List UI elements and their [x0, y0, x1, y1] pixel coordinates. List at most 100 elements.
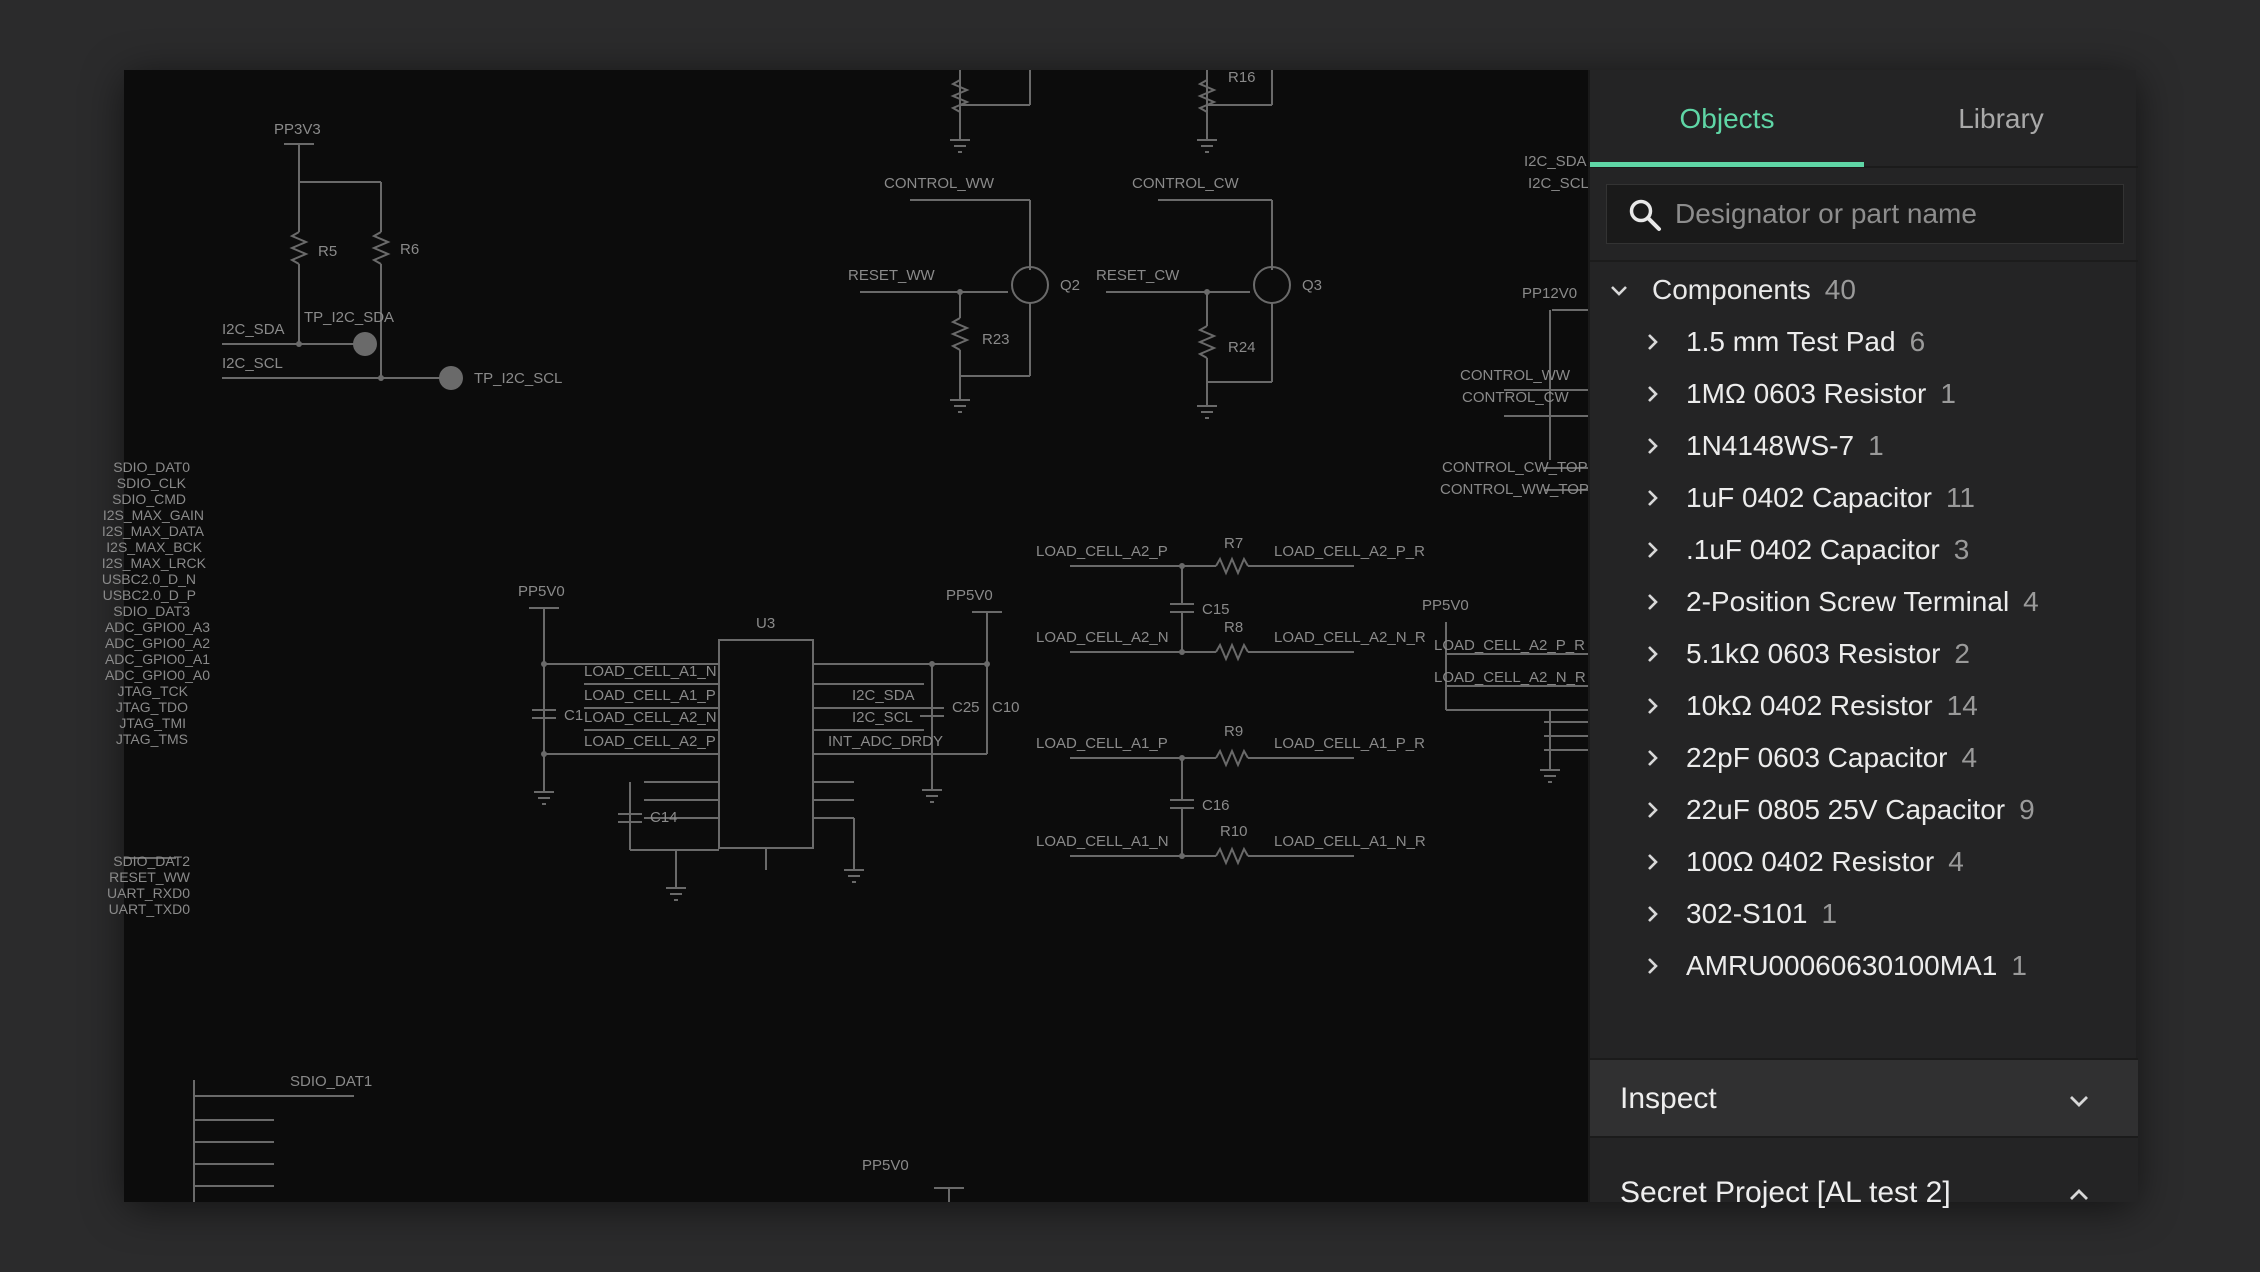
net-label: I2C_SCL — [222, 355, 283, 372]
net-label: I2C_SDA — [852, 687, 915, 704]
net-label: LOAD_CELL_A1_P — [584, 687, 716, 704]
net-label: PP5V0 — [518, 583, 565, 600]
tab-objects[interactable]: Objects — [1679, 103, 1775, 134]
tab-library[interactable]: Library — [1958, 103, 2044, 134]
ref-label: C14 — [650, 809, 678, 826]
net-label: PP5V0 — [862, 1157, 909, 1174]
ref-label: R10 — [1220, 823, 1248, 840]
ref-label: Q2 — [1060, 277, 1080, 294]
net-label: I2S_MAX_BCK — [106, 539, 202, 555]
active-tab-indicator — [1590, 162, 1864, 167]
net-label: JTAG_TMI — [119, 715, 186, 731]
chevron-right-icon — [1648, 906, 1658, 922]
net-label: LOAD_CELL_A2_P — [1036, 543, 1168, 560]
net-label: I2C_SDA — [1524, 153, 1587, 170]
ref-label: C16 — [1202, 797, 1230, 814]
net-label: LOAD_CELL_A2_P — [584, 733, 716, 750]
tree-item-count: 3 — [1953, 534, 1970, 565]
net-label: LOAD_CELL_A2_N — [584, 709, 717, 726]
chevron-right-icon — [1648, 542, 1658, 558]
tree-item-count: 1 — [1940, 378, 1956, 409]
inspect-section-header[interactable]: Inspect — [1590, 1058, 2138, 1138]
tree-item-count: 14 — [1946, 690, 1978, 721]
net-label: SDIO_DAT1 — [290, 1073, 372, 1090]
tree-item-count: 1 — [2011, 950, 2027, 981]
tree-item-count: 4 — [2023, 586, 2039, 617]
net-label: PP3V3 — [274, 121, 321, 138]
net-label: ADC_GPIO0_A2 — [105, 635, 210, 651]
schematic-drawing: PP3V3 R5 R6 TP_I2C_SDA I2C_SDA I2C_SCL T… — [102, 69, 1589, 1202]
ref-label: R16 — [1228, 69, 1256, 86]
chevron-up-icon — [2070, 1189, 2088, 1200]
tree-item-count: 1 — [1821, 898, 1838, 929]
project-title: Secret Project [AL test 2] — [1620, 1176, 1951, 1209]
net-label: I2C_SCL — [852, 709, 913, 726]
net-label: TP_I2C_SCL — [474, 370, 562, 387]
ref-label: R8 — [1224, 619, 1243, 636]
ref-label: R24 — [1228, 339, 1256, 356]
chevron-right-icon — [1648, 802, 1658, 818]
project-section-header[interactable]: Secret Project [AL test 2] — [1590, 1138, 2138, 1209]
net-label: INT_ADC_DRDY — [828, 733, 943, 750]
divider — [1590, 260, 2138, 262]
net-label: ADC_GPIO0_A1 — [105, 651, 210, 667]
net-label: LOAD_CELL_A1_P — [1036, 735, 1168, 752]
net-label: ADC_GPIO0_A3 — [105, 619, 210, 635]
net-label: PP5V0 — [946, 587, 993, 604]
net-label: JTAG_TCK — [117, 683, 188, 699]
chevron-right-icon — [1648, 646, 1658, 662]
ref-label: R9 — [1224, 723, 1243, 740]
tree-item-count: 1 — [1868, 430, 1884, 461]
tree-item-count: 9 — [2019, 794, 2035, 825]
schematic-canvas[interactable]: PP3V3 R5 R6 TP_I2C_SDA I2C_SDA I2C_SCL T… — [102, 69, 1589, 1202]
net-label: SDIO_DAT2 — [113, 853, 190, 869]
net-label: RESET_WW — [109, 869, 191, 885]
net-label: CONTROL_CW_TOP — [1442, 459, 1588, 476]
net-label: I2S_MAX_GAIN — [103, 507, 204, 523]
net-label: JTAG_TDO — [116, 699, 188, 715]
net-label: I2S_MAX_DATA — [102, 523, 205, 539]
tree-item-count: 4 — [1961, 742, 1978, 773]
ref-label: C10 — [992, 699, 1020, 716]
net-label: LOAD_CELL_A2_P_R — [1434, 637, 1585, 654]
chevron-right-icon — [1648, 490, 1658, 506]
tree-item-count: 11 — [1945, 482, 1976, 513]
chevron-right-icon — [1648, 750, 1658, 766]
tree-group-count: 40 — [1824, 274, 1856, 305]
ref-label: R6 — [400, 241, 419, 258]
net-label: UART_TXD0 — [109, 901, 191, 917]
net-label: LOAD_CELL_A2_N_R — [1274, 629, 1426, 646]
net-label: SDIO_CMD — [112, 491, 186, 507]
chevron-down-icon — [2070, 1096, 2088, 1107]
chevron-down-icon — [1611, 286, 1627, 296]
tree-item-count: 2 — [1954, 638, 1970, 669]
ref-label: C15 — [1202, 601, 1230, 618]
panel-tabs: Objects Library — [1590, 70, 2138, 168]
net-label: LOAD_CELL_A1_P_R — [1274, 735, 1425, 752]
search-input[interactable] — [1675, 185, 2115, 243]
